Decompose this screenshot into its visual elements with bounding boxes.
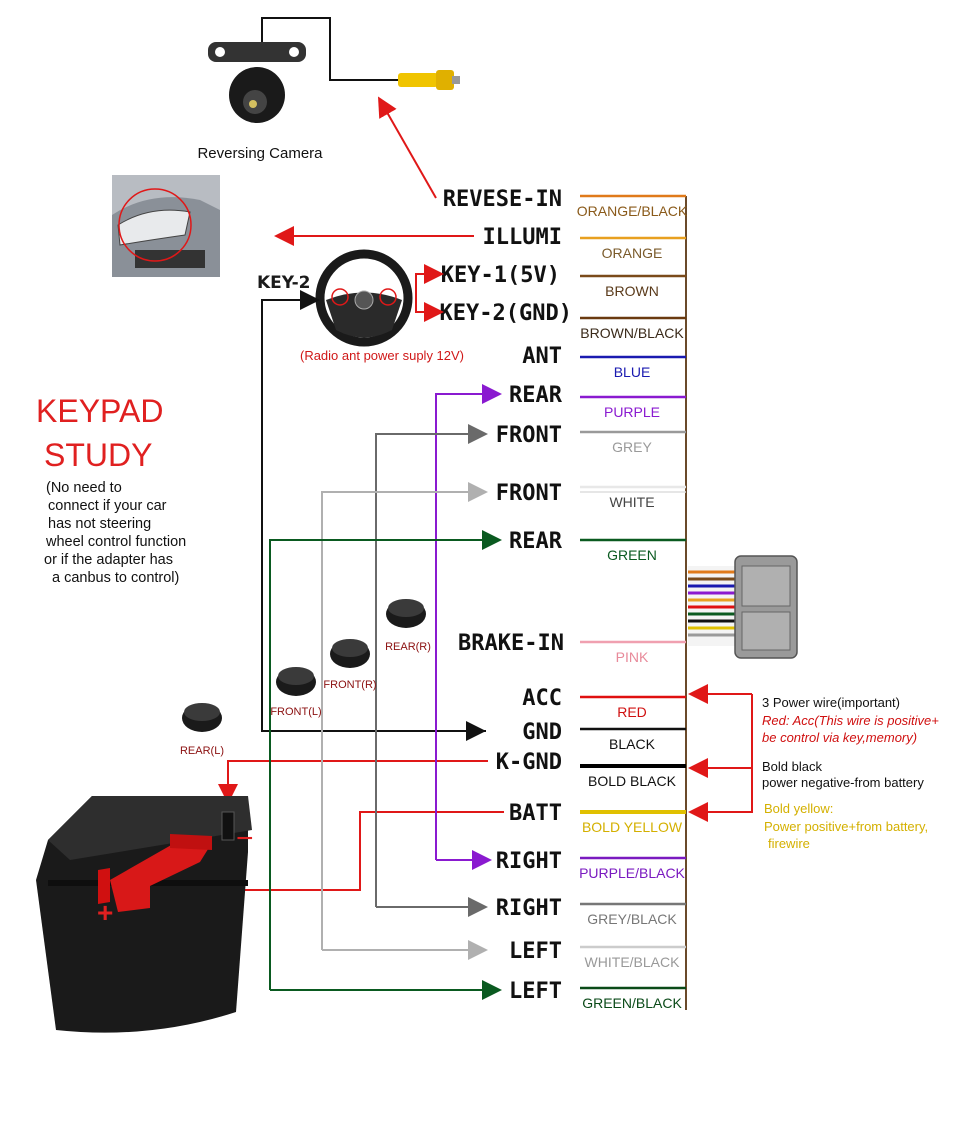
wire-color-label-5: PURPLE	[604, 404, 660, 420]
gnd-line	[261, 290, 486, 732]
power-bracket	[688, 694, 753, 822]
pin-label-16: LEFT	[509, 939, 562, 964]
pin-label-7: FRONT	[496, 481, 562, 506]
keypad-title-1: KEYPAD	[36, 393, 163, 429]
front-l-line	[321, 482, 488, 950]
yellow-note-3: firewire	[768, 836, 810, 851]
wire-color-label-11: BLACK	[609, 736, 656, 752]
harness-connector-icon	[688, 555, 798, 659]
pin-label-6: FRONT	[496, 423, 562, 448]
speaker-rear-l-label: REAR(L)	[180, 745, 224, 757]
pin-label-8: REAR	[509, 529, 563, 554]
speaker-rear-r-label: REAR(R)	[385, 641, 431, 653]
wire-color-label-0: ORANGE/BLACK	[577, 203, 688, 219]
yellow-note-2: Power positive+from battery,	[764, 819, 928, 834]
battery-plus: +	[97, 897, 113, 928]
svg-text:a canbus to control): a canbus to control)	[52, 570, 179, 586]
pin-label-10: ACC	[522, 686, 562, 711]
speaker-rear-l-icon	[182, 703, 222, 732]
black-note-2: power negative-from battery	[762, 775, 924, 790]
key-bracket	[415, 273, 432, 313]
wire-color-label-8: GREEN	[607, 547, 657, 563]
rear-r-line	[435, 384, 502, 860]
pin-label-3: KEY-2(GND)	[440, 301, 572, 326]
wire-color-label-13: BOLD YELLOW	[582, 819, 683, 835]
key2-left-label: KEY-2	[257, 273, 310, 293]
svg-text:or if the adapter has: or if the adapter has	[44, 552, 173, 568]
svg-text:connect if your car: connect if your car	[48, 498, 167, 514]
wire-color-label-15: GREY/BLACK	[587, 911, 677, 927]
rear-l-line	[269, 530, 502, 990]
wire-color-label-6: GREY	[612, 439, 652, 455]
svg-text:has not steering: has not steering	[48, 516, 151, 532]
wire-color-label-3: BROWN/BLACK	[580, 325, 684, 341]
svg-text:(No need to: (No need to	[46, 480, 122, 496]
pin-label-0: REVESE-IN	[443, 187, 562, 212]
battery-icon	[36, 796, 252, 1033]
wire-color-label-1: ORANGE	[602, 245, 663, 261]
battery-minus: −	[236, 822, 254, 855]
black-note-1: Bold black	[762, 759, 822, 774]
wire-color-label-12: BOLD BLACK	[588, 773, 677, 789]
red-note-2: be control via key,memory)	[762, 730, 917, 745]
pin-label-14: RIGHT	[496, 849, 562, 874]
pin-label-13: BATT	[509, 801, 562, 826]
front-r-line	[375, 424, 488, 907]
steering-wheel-icon	[315, 249, 413, 347]
svg-text:wheel control function: wheel control function	[45, 534, 186, 550]
pin-label-9: BRAKE-IN	[458, 631, 564, 656]
wire-color-label-9: PINK	[616, 649, 649, 665]
reverse-in-arrow	[378, 96, 437, 199]
pin-label-17: LEFT	[509, 979, 562, 1004]
wire-color-label-16: WHITE/BLACK	[585, 954, 681, 970]
speaker-front-r-icon	[330, 639, 370, 668]
speaker-front-r-label: FRONT(R)	[323, 679, 376, 691]
red-note-1: Red: Acc(This wire is positive+	[762, 713, 939, 728]
pin-label-1: ILLUMI	[483, 225, 562, 250]
pin-label-2: KEY-1(5V)	[441, 263, 560, 288]
pin-label-11: GND	[522, 720, 562, 745]
reversing-camera-icon	[208, 17, 460, 123]
wire-color-label-4: BLUE	[614, 364, 651, 380]
keypad-note: (No need to connect if your car has not …	[44, 480, 186, 586]
pin-label-12: K-GND	[496, 750, 562, 775]
car-headlight-icon	[112, 175, 220, 277]
ant-power-note: (Radio ant power suply 12V)	[300, 348, 464, 363]
wire-color-label-14: PURPLE/BLACK	[579, 865, 685, 881]
wire-color-label-2: BROWN	[605, 283, 659, 299]
pin-label-5: REAR	[509, 383, 563, 408]
speaker-front-l-label: FRONT(L)	[270, 706, 321, 718]
pin-label-15: RIGHT	[496, 896, 562, 921]
wire-color-label-10: RED	[617, 704, 647, 720]
yellow-note-1: Bold yellow:	[764, 801, 833, 816]
pin-rows: ORANGE/BLACK REVESE-IN ORANGE ILLUMI BROWN KE…	[440, 187, 688, 1011]
wire-color-label-17: GREEN/BLACK	[582, 995, 682, 1011]
keypad-title-2: STUDY	[44, 437, 152, 473]
pin-label-4: ANT	[522, 344, 562, 369]
speaker-rear-r-icon	[386, 599, 426, 628]
camera-label: Reversing Camera	[197, 145, 323, 162]
power-notes-heading: 3 Power wire(important)	[762, 695, 900, 710]
speaker-front-l-icon	[276, 667, 316, 696]
wire-color-label-7: WHITE	[609, 494, 654, 510]
k-gnd-arrow	[218, 760, 488, 804]
